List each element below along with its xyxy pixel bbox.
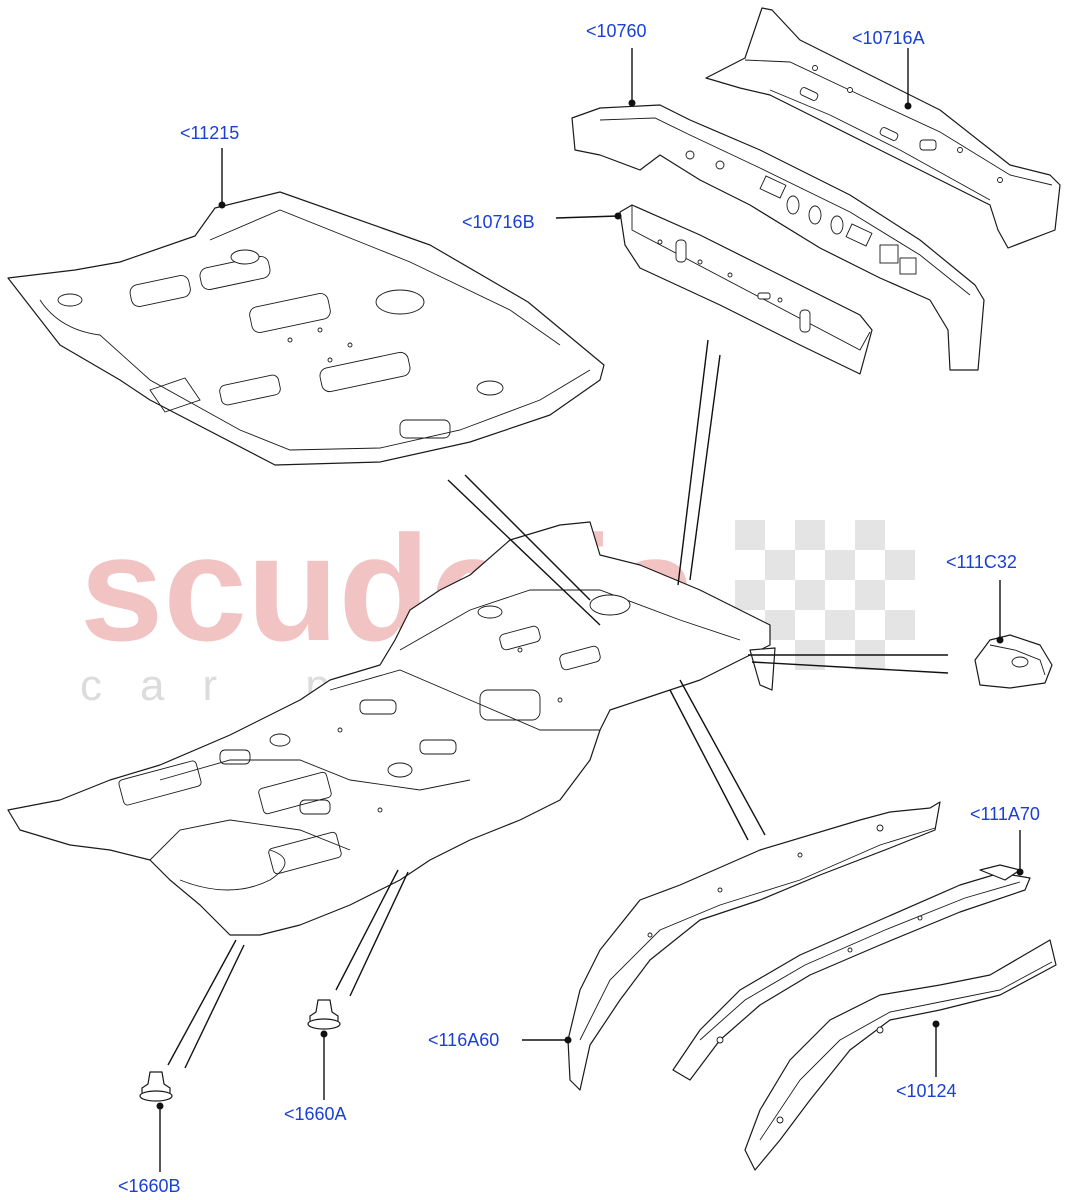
callout-10760[interactable]: <10760	[586, 21, 647, 41]
callout-11215[interactable]: <11215	[180, 123, 239, 143]
part-1660a-fastener[interactable]	[307, 999, 341, 1030]
part-10760-rear-crossmember[interactable]	[571, 104, 985, 371]
main-floor-assembly[interactable]	[7, 521, 776, 936]
part-10716b-crossmember-channel[interactable]	[619, 204, 873, 375]
part-10124-rear-side-rail[interactable]	[744, 939, 1057, 1171]
callout-10124[interactable]: <10124	[896, 1081, 957, 1101]
callout-1660a[interactable]: <1660A	[284, 1104, 347, 1124]
explosion-lines	[167, 339, 949, 1069]
part-1660b-fastener[interactable]	[139, 1071, 173, 1102]
callout-labels: <10760 <10716A <11215 <10716B <111C32 <1…	[118, 21, 1040, 1196]
part-111c32-bracket[interactable]	[974, 634, 1053, 689]
checkered-flag-logo	[735, 520, 915, 670]
callout-116a60[interactable]: <116A60	[428, 1030, 499, 1050]
part-116a60-side-rail[interactable]	[567, 801, 941, 1091]
callout-111a70[interactable]: <111A70	[970, 804, 1040, 824]
callout-111c32[interactable]: <111C32	[946, 552, 1017, 572]
part-11215-rear-floor-panel[interactable]	[7, 191, 605, 466]
part-111a70-side-rail[interactable]	[672, 864, 1031, 1081]
part-10716a-upper-crossmember[interactable]	[705, 7, 1061, 249]
callout-10716a[interactable]: <10716A	[852, 28, 925, 48]
callout-leaders	[156, 48, 1024, 1172]
callout-10716b[interactable]: <10716B	[462, 212, 535, 232]
callout-1660b[interactable]: <1660B	[118, 1176, 181, 1196]
